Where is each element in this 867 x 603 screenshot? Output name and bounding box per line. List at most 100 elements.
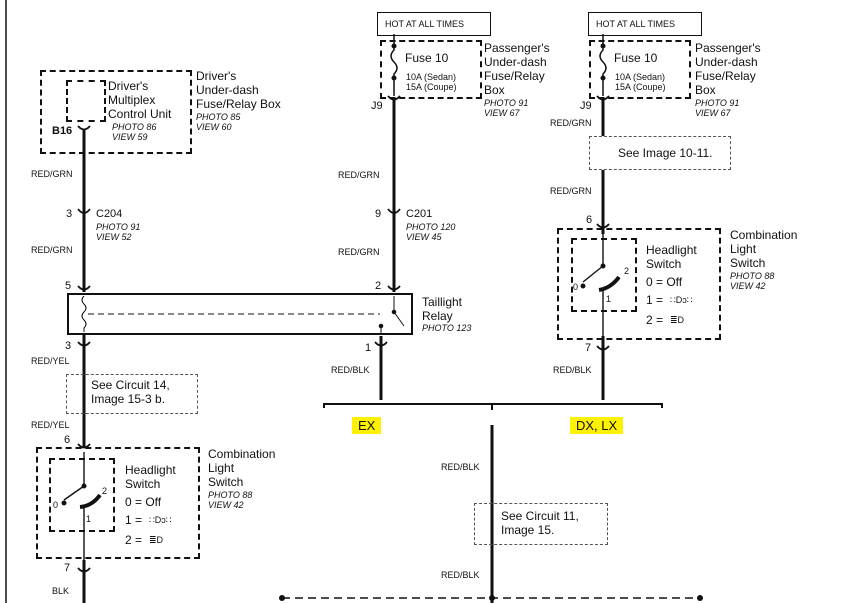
connector-relay-1-symbol — [374, 341, 388, 347]
switch-right-name2: Light — [730, 242, 757, 256]
ref-circuit-14-box: See Circuit 14, Image 15-3 b. — [66, 374, 198, 414]
relay-pin-2: 2 — [375, 280, 382, 292]
hot-label-middle: HOT AT ALL TIMES — [385, 19, 465, 29]
mcu-line1: Driver's — [108, 79, 149, 93]
fuse-rating-coupe-middle: 15A (Coupe) — [406, 82, 457, 92]
switch-right-name1: Combination — [730, 228, 798, 242]
switch-right-title2: Switch — [646, 257, 682, 271]
connector-switch-right-out-symbol — [596, 345, 610, 351]
passenger-box-right-view: VIEW 67 — [695, 108, 731, 118]
wire-label-blk: BLK — [52, 586, 70, 596]
passenger-box-line4: Box — [484, 83, 505, 97]
switch-right-glyph2: ≣D — [670, 315, 685, 325]
wire-label-red-grn-5: RED/GRN — [550, 118, 592, 128]
relay-pin-3: 3 — [65, 340, 72, 352]
connector-c204-symbol — [77, 208, 91, 214]
connector-switch-left-out-symbol — [77, 567, 91, 573]
switch-left-pin-out: 7 — [64, 562, 71, 574]
ref-circuit-11-line2: Image 15. — [501, 523, 555, 537]
relay-line1: Taillight — [422, 295, 463, 309]
switch-right-glyph1: ∷Dɔ∷ — [670, 295, 693, 305]
fuse-rating-coupe-right: 15A (Coupe) — [615, 82, 666, 92]
wire-label-red-grn-6: RED/GRN — [550, 186, 592, 196]
hot-label-box-right: HOT AT ALL TIMES — [588, 12, 702, 36]
passenger-box-line2: Under-dash — [484, 55, 547, 69]
combination-switch-left-inner — [49, 458, 115, 532]
mcu-line2: Multiplex — [108, 93, 156, 107]
fuse-name-middle: Fuse 10 — [405, 51, 449, 65]
c204-photo: PHOTO 91 — [96, 222, 141, 232]
relay-photo: PHOTO 123 — [422, 323, 472, 333]
c201-photo: PHOTO 120 — [406, 222, 456, 232]
switch-left-pin-in: 6 — [64, 434, 71, 446]
ref-circuit-11-line1: See Circuit 11, — [501, 509, 579, 523]
wire-label-red-blk-1: RED/BLK — [331, 365, 370, 375]
variant-ex: EX — [352, 417, 382, 434]
switch-left-name2: Light — [208, 461, 235, 475]
switch-left-title1: Headlight — [125, 463, 176, 477]
mcu-view: VIEW 59 — [112, 132, 148, 142]
wire-label-red-blk-2: RED/BLK — [553, 365, 592, 375]
switch-left-glyph2: ≣D — [149, 535, 164, 545]
passenger-box-right-line3: Fuse/Relay — [695, 69, 756, 83]
passenger-box-right-line4: Box — [695, 83, 716, 97]
connector-relay-5-symbol — [77, 285, 91, 291]
bus-node-center — [489, 595, 495, 601]
switch-left-n1: 1 — [86, 514, 92, 524]
hot-label-box-middle: HOT AT ALL TIMES — [377, 12, 491, 36]
switch-left-glyph1: ∷Dɔ∷ — [149, 515, 172, 525]
ref-image-10-11: See Image 10-11. — [618, 146, 713, 160]
c201-pin: 9 — [375, 208, 382, 220]
wire-label-red-blk-3: RED/BLK — [441, 462, 480, 472]
switch-right-n1: 1 — [606, 294, 612, 304]
switch-left-n2: 2 — [102, 486, 108, 496]
mcu-line3: Control Unit — [108, 107, 172, 121]
passenger-box-view: VIEW 67 — [484, 108, 520, 118]
variant-dx-lx: DX, LX — [570, 417, 624, 434]
fuse-symbol-middle — [390, 46, 398, 78]
connector-b16-symbol — [77, 125, 91, 131]
mcu-box — [66, 80, 106, 122]
fuse-rating-sedan-right: 10A (Sedan) — [615, 72, 666, 82]
switch-left-n0: 0 — [53, 500, 59, 510]
passenger-box-right-line1: Passenger's — [695, 41, 761, 55]
passenger-box-photo: PHOTO 91 — [484, 98, 529, 108]
switch-left-pos0: 0 = Off — [125, 495, 162, 509]
switch-left-pos2: 2 = — [125, 533, 143, 547]
relay-coil — [81, 295, 87, 332]
relay-pin-1: 1 — [365, 342, 372, 354]
mcu-pin-b16: B16 — [52, 125, 73, 137]
driver-box-photo: PHOTO 85 — [196, 112, 241, 122]
driver-box-line1: Driver's — [196, 69, 237, 83]
switch-left-title2: Switch — [125, 477, 161, 491]
c204-name: C204 — [96, 208, 123, 220]
switch-right-n2: 2 — [624, 266, 630, 276]
wire-label-red-yel-1: RED/YEL — [31, 356, 70, 366]
ref-image-10-11-box: See Image 10-11. — [589, 136, 731, 170]
hot-label-right: HOT AT ALL TIMES — [596, 19, 676, 29]
ref-circuit-14-line1: See Circuit 14, — [91, 378, 170, 392]
switch-right-pos1: 1 = — [646, 293, 664, 307]
switch-right-pin-in: 6 — [586, 214, 593, 226]
c204-view: VIEW 52 — [96, 232, 132, 242]
connector-c201-symbol — [387, 208, 401, 214]
switch-right-title1: Headlight — [646, 243, 697, 257]
fuse-name-right: Fuse 10 — [614, 51, 658, 65]
connector-switch-right-in-symbol — [596, 223, 610, 229]
fuse-rating-sedan-middle: 10A (Sedan) — [406, 72, 457, 82]
c201-name: C201 — [406, 208, 433, 220]
switch-right-name3: Switch — [730, 256, 766, 270]
ref-circuit-11-box: See Circuit 11, Image 15. — [474, 503, 608, 545]
switch-right-pos0: 0 = Off — [646, 275, 683, 289]
combination-switch-right-inner — [571, 238, 637, 312]
connector-j9-right-label: J9 — [580, 100, 592, 112]
wire-label-red-grn-3: RED/GRN — [338, 170, 380, 180]
switch-left-photo: PHOTO 88 — [208, 490, 253, 500]
switch-left-view: VIEW 42 — [208, 500, 244, 510]
relay-pin-5: 5 — [65, 280, 72, 292]
relay-line2: Relay — [422, 309, 453, 323]
wire-label-red-grn-1: RED/GRN — [31, 169, 73, 179]
fuse-box-middle — [380, 40, 482, 99]
